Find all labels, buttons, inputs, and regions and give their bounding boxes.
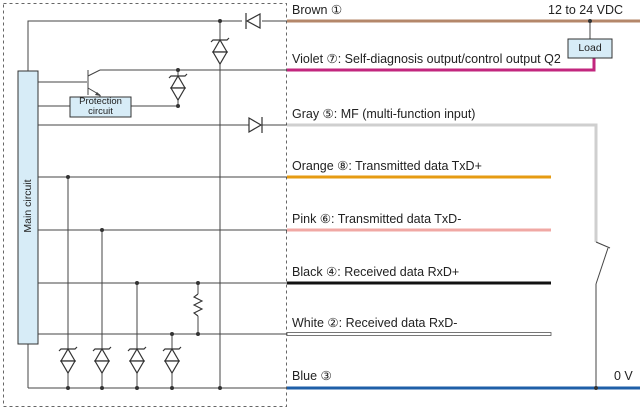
- sensor-boundary: [3, 3, 287, 407]
- load-block: [567, 38, 613, 59]
- label-brown: Brown ①: [292, 3, 343, 17]
- junction-dots: [66, 175, 222, 390]
- label-load: Load: [578, 42, 602, 54]
- junction-dot: [176, 104, 180, 108]
- label-pink: Pink ⑥: Transmitted data TxD-: [292, 212, 462, 226]
- label-gray: Gray ⑤: MF (multi-function input): [292, 107, 476, 121]
- diode-brown: [245, 12, 261, 30]
- label-blue: Blue ③: [292, 369, 332, 383]
- wire-violet: [287, 58, 596, 72]
- wire-white: [286, 332, 552, 336]
- label-main-circuit: Main circuit: [22, 179, 34, 233]
- label-supply-positive: 12 to 24 VDC: [548, 3, 624, 17]
- mf-switch: [595, 241, 611, 388]
- brown-internal-wiring: [27, 20, 287, 388]
- zener-data-lines: [58, 346, 182, 375]
- wire-gray: [287, 123, 598, 242]
- resistor: [192, 293, 204, 317]
- zener-main-bus: [210, 37, 230, 66]
- junction-dot: [594, 386, 598, 390]
- label-black: Black ④: Received data RxD+: [292, 265, 460, 279]
- zener-violet: [168, 73, 188, 102]
- junction-dot: [176, 68, 180, 72]
- junction-dot: [218, 19, 222, 23]
- label-violet: Violet ⑦: Self-diagnosis output/control …: [292, 52, 561, 66]
- label-white: White ②: Received data RxD-: [292, 316, 458, 330]
- protection-circuit-block: [69, 96, 132, 118]
- junction-dot: [588, 19, 592, 23]
- label-orange: Orange ⑧: Transmitted data TxD+: [292, 159, 482, 173]
- diode-gray: [248, 116, 263, 134]
- label-supply-zero: 0 V: [614, 369, 633, 383]
- label-protection: Protection circuit: [79, 96, 122, 117]
